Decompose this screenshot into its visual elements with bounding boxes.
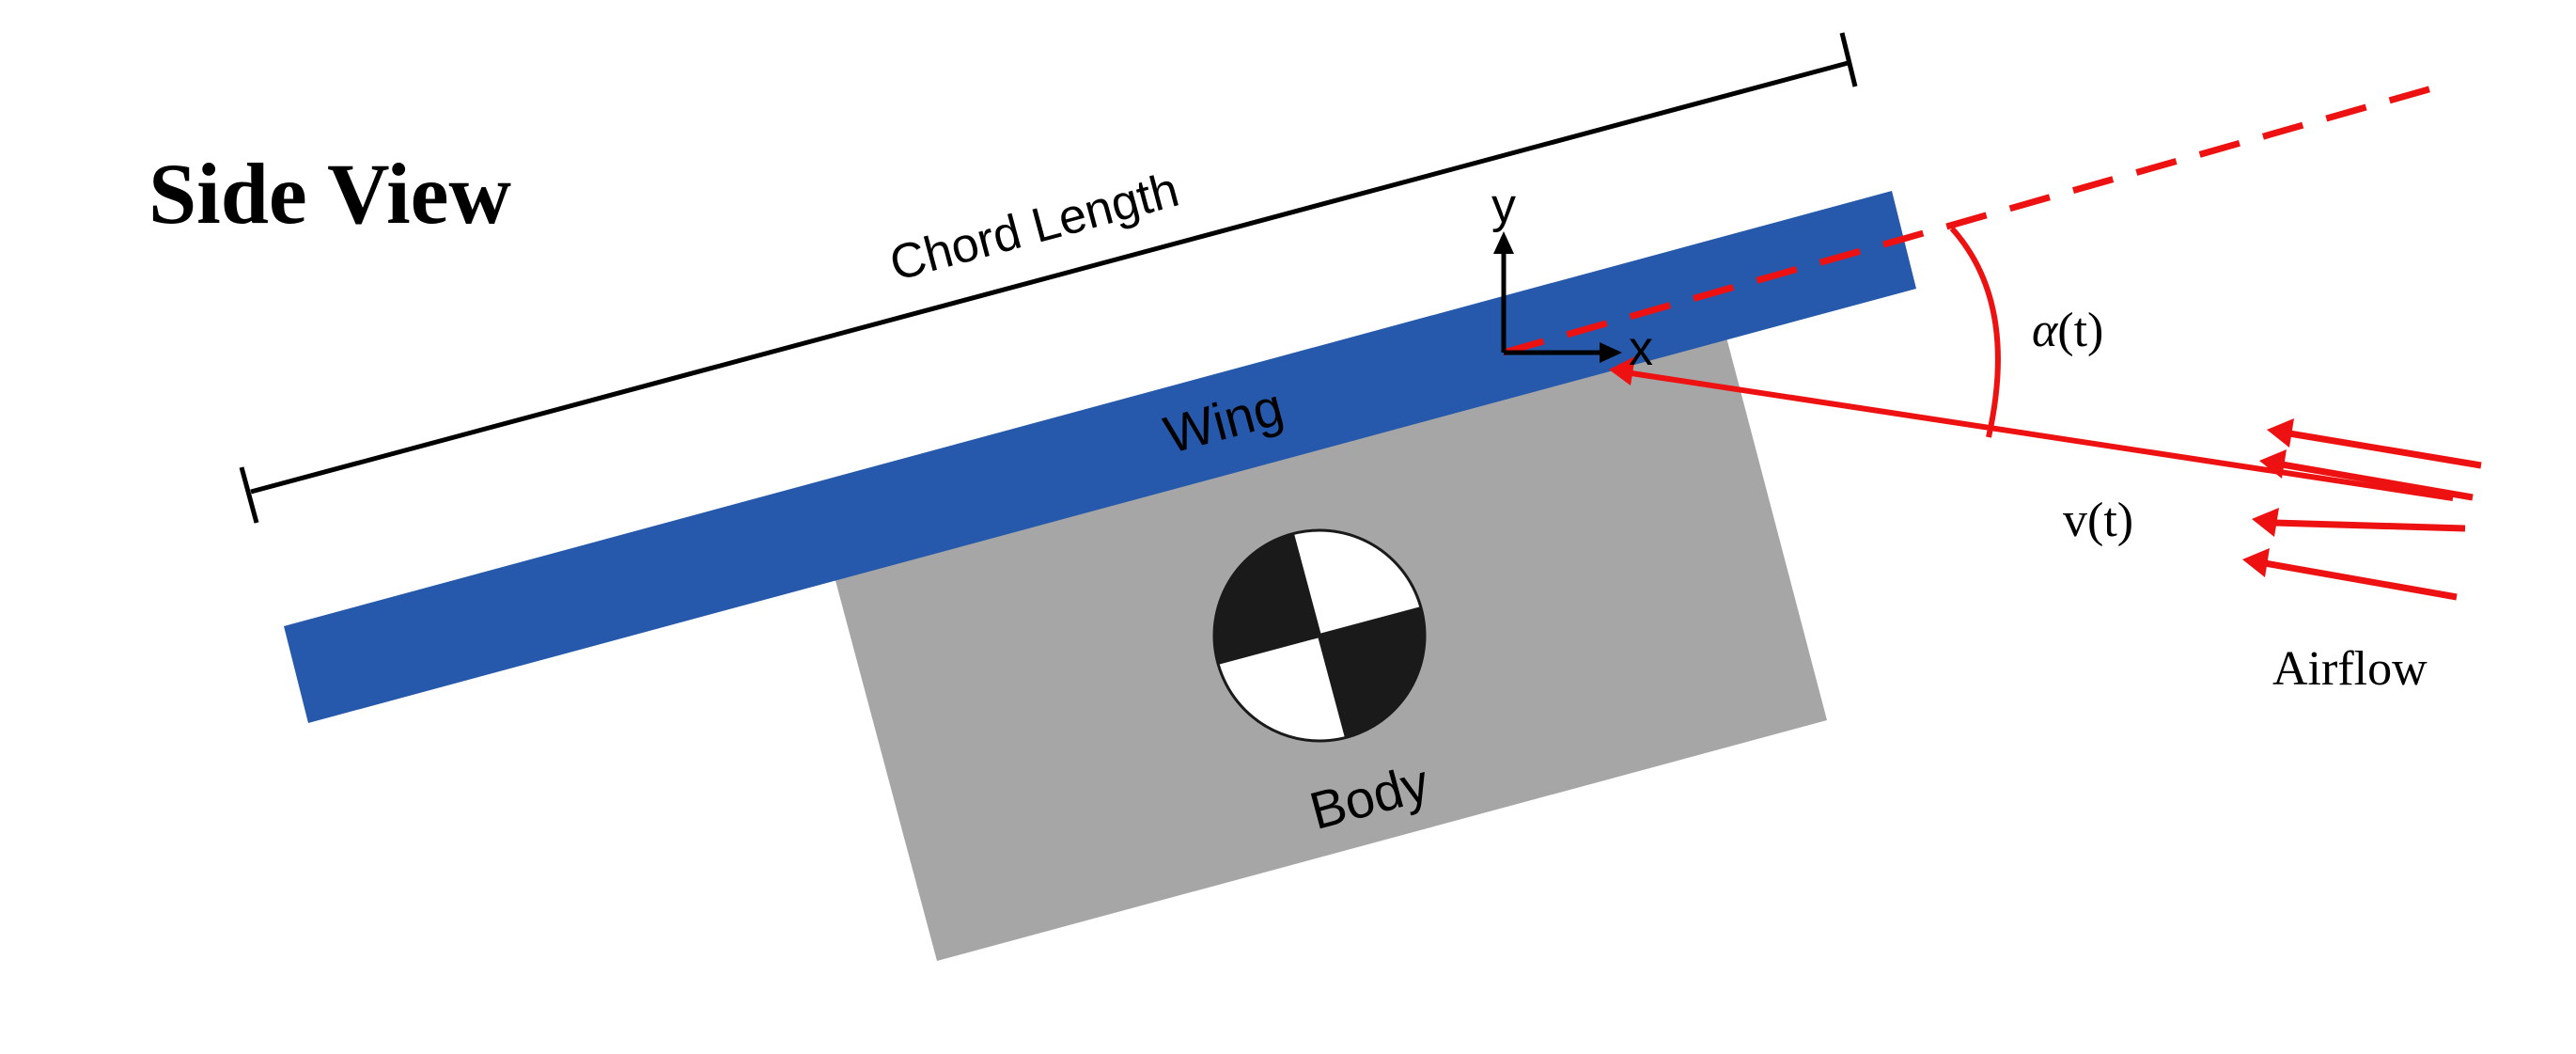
airflow-arrowhead xyxy=(2259,449,2287,479)
axis-y-label: y xyxy=(1491,179,1516,233)
airflow-arrow xyxy=(2281,461,2474,501)
diagram-title: Side View xyxy=(148,146,511,242)
airflow-arrowhead xyxy=(2252,508,2279,537)
angle-of-attack-arc xyxy=(1949,226,2001,438)
airflow-arrow xyxy=(2264,559,2458,601)
coordinate-axes xyxy=(1501,246,1603,355)
velocity-label: v(t) xyxy=(2063,494,2133,547)
airflow-label: Airflow xyxy=(2272,642,2428,696)
wing-shape xyxy=(284,191,1916,723)
angle-of-attack-label: α(t) xyxy=(2032,304,2103,357)
axis-x-label: x xyxy=(1629,322,1653,376)
airflow-arrowhead xyxy=(2267,418,2294,448)
y-axis-arrowhead xyxy=(1493,231,1514,254)
x-axis-arrowhead xyxy=(1600,342,1622,363)
airflow-arrow xyxy=(2288,430,2482,469)
center-of-gravity-icon xyxy=(1212,528,1427,743)
velocity-vector xyxy=(1609,356,2454,501)
chord-length-dimension xyxy=(239,32,1858,524)
airflow-arrows xyxy=(2242,418,2482,601)
chord-extension-dashed-line xyxy=(1503,85,2433,356)
airflow-arrow xyxy=(2273,519,2466,532)
chord-length-label: Chord Length xyxy=(884,163,1184,292)
airflow-arrowhead xyxy=(2242,548,2270,577)
